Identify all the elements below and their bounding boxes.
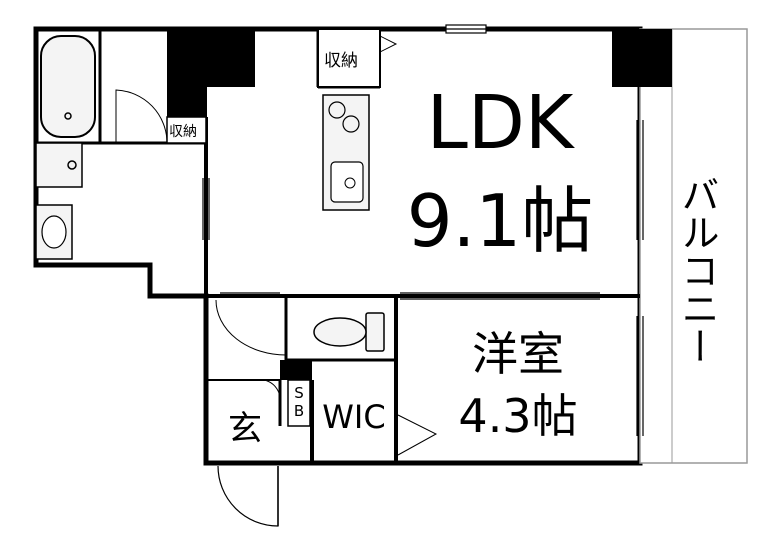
entrance-inner-swing [263, 379, 281, 399]
window-lines [202, 24, 644, 436]
western-room-size-label: 4.3帖 [458, 389, 577, 443]
shoe-box-label-b: B [294, 402, 304, 420]
storage-top-door [379, 35, 398, 53]
western-room-name-label: 洋室 [472, 327, 564, 381]
toilet-tank-icon [365, 312, 385, 352]
pillar-entrance [280, 360, 312, 380]
shoe-box-label: S [294, 384, 304, 402]
stove-burner-2-icon [342, 115, 360, 133]
entrance-label: 玄 [228, 409, 262, 449]
shoe-box [287, 379, 311, 427]
stove-burner-1-icon [328, 101, 346, 119]
sink-drain-icon [344, 177, 356, 189]
entrance-door-swing [217, 465, 279, 527]
washer-drain-icon [67, 160, 77, 170]
storage-top-label: 収納 [324, 51, 358, 71]
wic-door [397, 414, 438, 456]
balcony-label: バルコニー [675, 175, 719, 365]
washbasin-bowl-icon [41, 215, 67, 249]
bathtub-drain-icon [64, 112, 72, 120]
storage-left-box [166, 116, 207, 144]
ldk-name-label: LDK [427, 80, 576, 166]
storage-top-box [317, 28, 381, 88]
bathroom-door-swing [115, 89, 168, 144]
wic-label: WIC [322, 398, 385, 436]
pillar-top-center [167, 29, 255, 87]
toilet-door-swing [215, 299, 287, 356]
balcony-area [639, 28, 748, 464]
bathtub-icon [40, 35, 96, 138]
pillar-top-right [612, 29, 672, 87]
kitchen-sink-icon [330, 161, 364, 203]
toilet-bowl-icon [313, 317, 367, 347]
storage-left-label: 収納 [169, 124, 197, 140]
washing-machine-icon [35, 142, 83, 188]
ldk-size-label: 9.1帖 [407, 179, 594, 263]
pillar-left-lower [167, 87, 207, 117]
